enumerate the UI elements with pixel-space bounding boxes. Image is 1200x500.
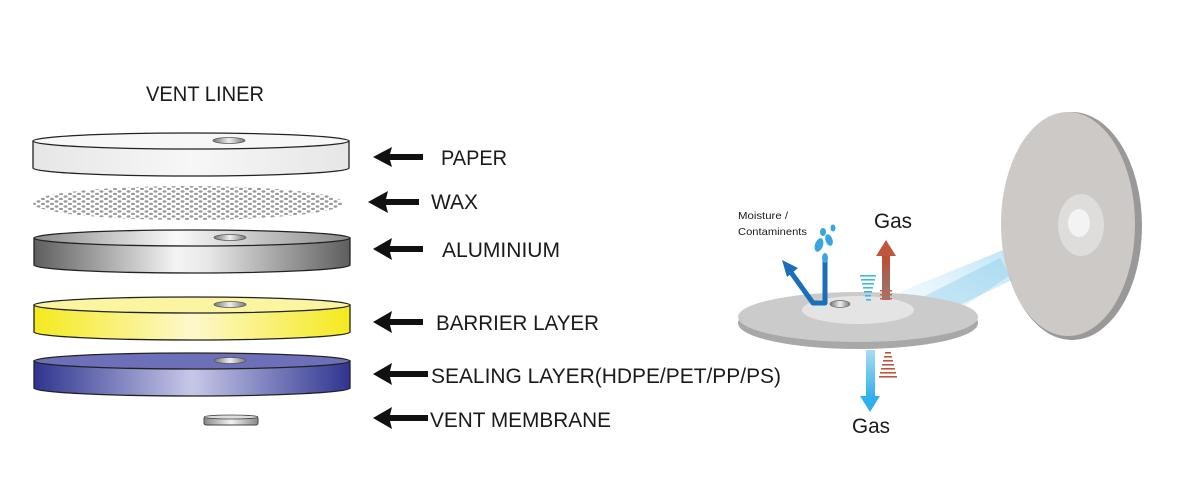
water-droplets-icon bbox=[814, 224, 836, 263]
layer-pointer-barrier: BARRIER LAYER bbox=[373, 311, 599, 335]
layer-label-sealing: SEALING LAYER(HDPE/PET/PP/PS) bbox=[431, 365, 781, 388]
gas-out-arrow-icon bbox=[876, 240, 896, 300]
gas-in-label: Gas bbox=[852, 415, 890, 438]
layer-pointer-wax: WAX bbox=[368, 191, 478, 214]
layer-label-barrier: BARRIER LAYER bbox=[436, 312, 599, 335]
gas-heat-lines-icon bbox=[879, 352, 897, 378]
left-arrow-icon bbox=[373, 238, 423, 260]
aluminium-layer bbox=[33, 229, 351, 274]
layer-pointer-sealing: SEALING LAYER(HDPE/PET/PP/PS) bbox=[373, 363, 781, 388]
layer-pointer-aluminium: ALUMINIUM bbox=[373, 238, 560, 262]
magnified-disc bbox=[900, 112, 1142, 340]
left-arrow-icon bbox=[373, 147, 423, 167]
liner-disc bbox=[738, 292, 978, 349]
moisture-arrow-icon bbox=[782, 255, 828, 306]
paper-layer bbox=[32, 132, 350, 177]
gas-in-arrow-icon bbox=[860, 350, 880, 412]
left-arrow-icon bbox=[373, 311, 423, 333]
moisture-label: Moisture / bbox=[738, 210, 788, 222]
gas-diffusion-lines-icon bbox=[860, 275, 876, 301]
barrier-layer bbox=[33, 296, 351, 341]
layer-label-wax: WAX bbox=[431, 191, 478, 214]
diagram-title: VENT LINER bbox=[146, 83, 264, 106]
vent-membrane-layer bbox=[203, 414, 259, 426]
layer-pointer-paper: PAPER bbox=[373, 147, 507, 170]
wax-layer bbox=[33, 186, 343, 220]
left-arrow-icon bbox=[373, 363, 428, 385]
layer-pointer-membrane: VENT MEMBRANE bbox=[373, 407, 611, 432]
sealing-layer bbox=[33, 352, 351, 397]
left-arrow-icon bbox=[368, 191, 419, 213]
layer-label-paper: PAPER bbox=[441, 147, 507, 170]
layer-label-membrane: VENT MEMBRANE bbox=[430, 409, 611, 432]
layer-label-aluminium: ALUMINIUM bbox=[442, 239, 560, 262]
left-arrow-icon bbox=[373, 407, 428, 429]
contaminants-label: Contaminents bbox=[738, 226, 807, 238]
gas-out-label: Gas bbox=[874, 210, 912, 233]
